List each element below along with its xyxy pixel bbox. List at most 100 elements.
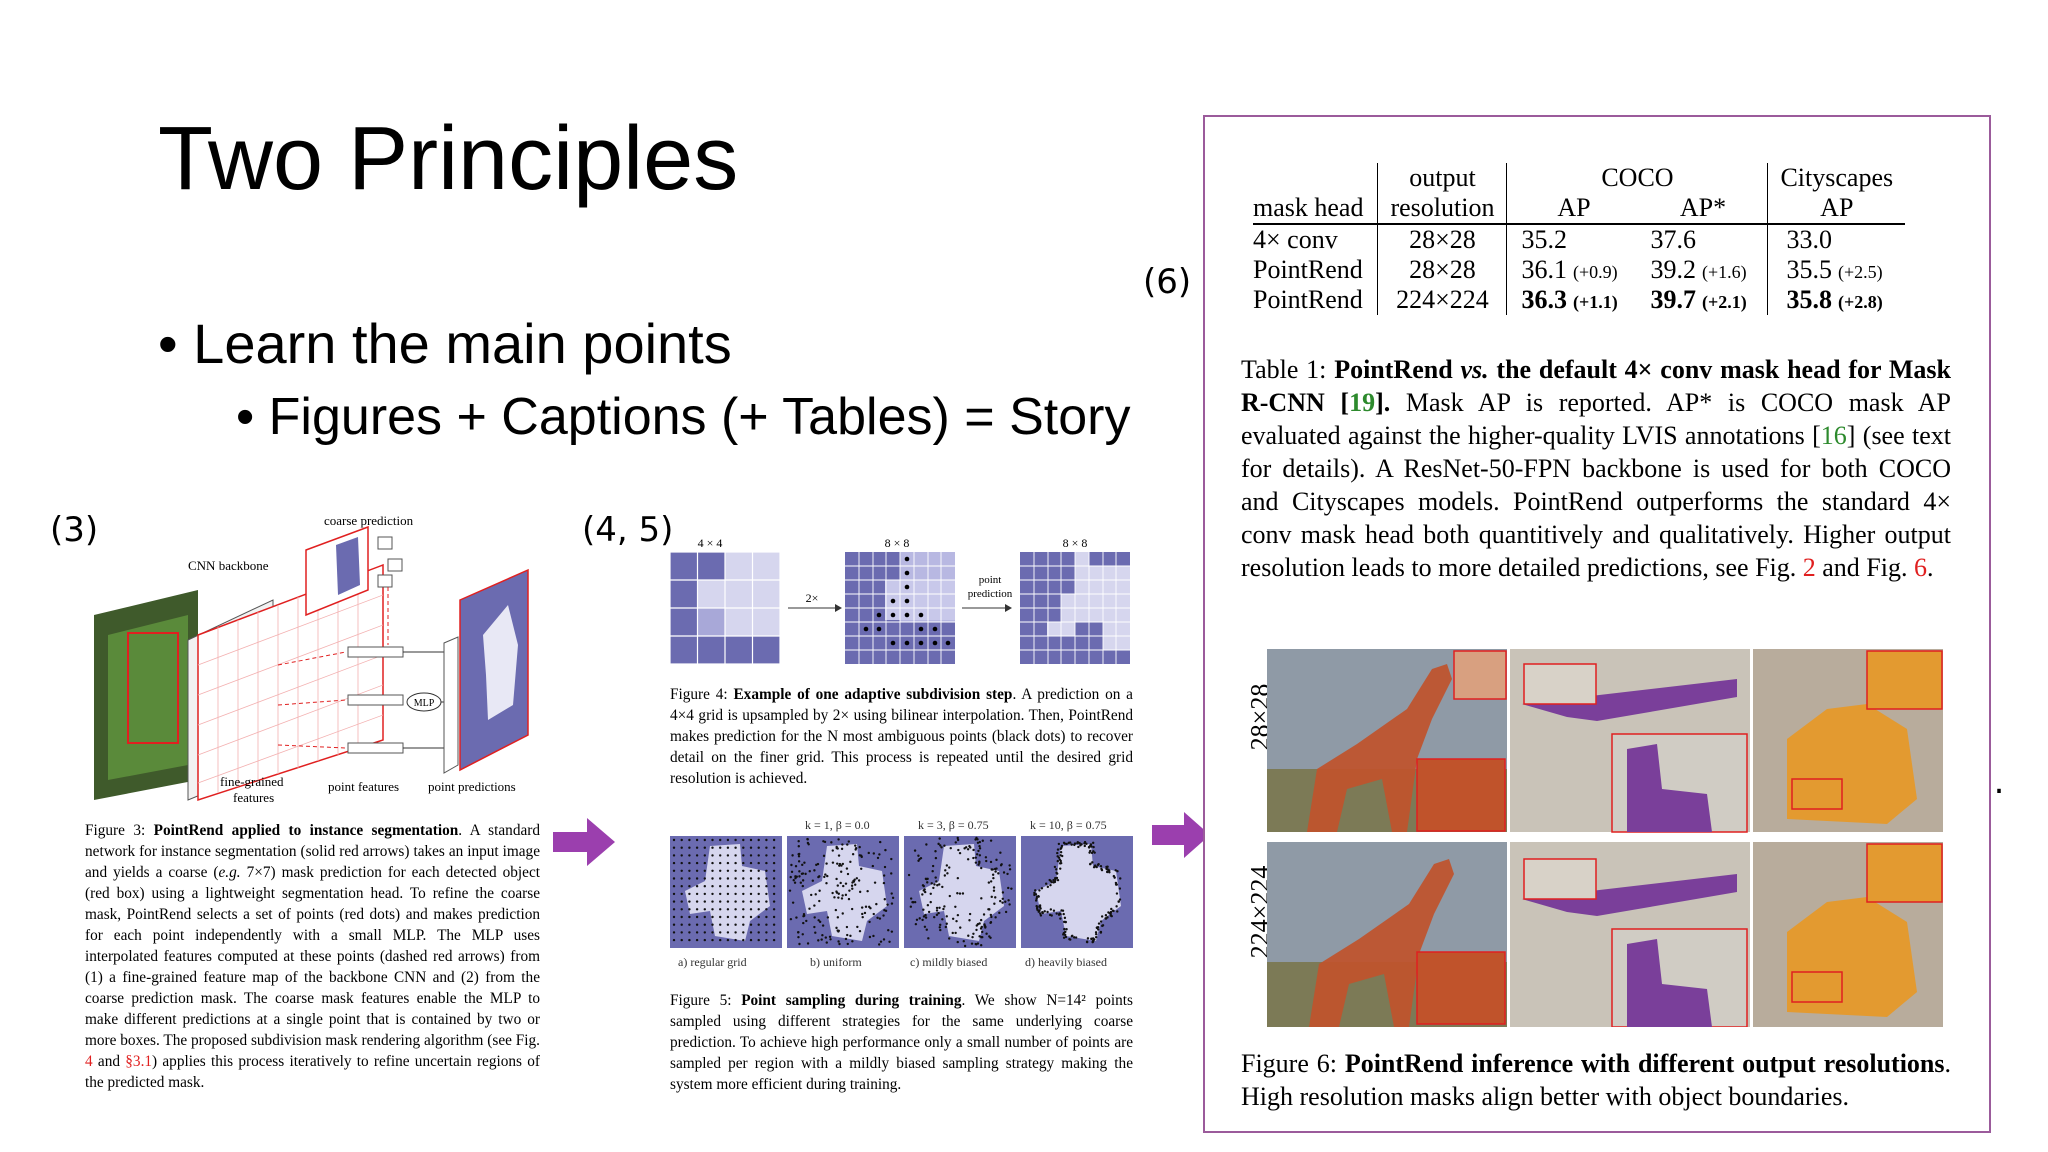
fig4-caption-bold: Example of one adaptive subdivision step xyxy=(733,686,1013,703)
fig3-diagram: MLP coarse prediction CNN backbone fine-… xyxy=(94,515,529,805)
sample-point xyxy=(890,872,893,875)
point-cube xyxy=(377,536,393,550)
sample-point xyxy=(726,854,730,857)
sample-point xyxy=(813,925,816,929)
fig3-caption-ref31[interactable]: §3.1 xyxy=(125,1053,153,1070)
sample-point xyxy=(734,923,737,926)
fig3-caption-ref4[interactable]: 4 xyxy=(85,1053,93,1070)
table1-caption-ref2[interactable]: 2 xyxy=(1802,553,1816,582)
sample-point xyxy=(941,918,944,921)
cell-apstar-value: 39.2 xyxy=(1650,255,1696,284)
sample-point xyxy=(1039,914,1043,917)
sample-point xyxy=(941,885,944,889)
sample-point xyxy=(1053,880,1056,884)
sample-point xyxy=(975,853,979,856)
sample-point xyxy=(742,838,745,842)
sample-point xyxy=(695,923,699,926)
sample-point xyxy=(711,915,714,919)
sample-point xyxy=(794,875,797,878)
sample-point xyxy=(695,861,699,865)
sample-point xyxy=(978,935,981,938)
sample-point xyxy=(989,860,993,864)
sample-point xyxy=(867,851,870,855)
sample-point xyxy=(1096,863,1100,867)
sample-point xyxy=(966,858,970,861)
cat-image-224 xyxy=(1753,842,1943,1027)
sample-point xyxy=(1074,936,1078,939)
sample-point xyxy=(1093,864,1097,867)
sample-point xyxy=(734,854,737,857)
sample-point xyxy=(860,855,863,859)
sample-point xyxy=(1035,904,1038,908)
sample-point xyxy=(891,896,895,900)
sample-point xyxy=(824,873,827,876)
point-cube xyxy=(377,574,393,588)
sample-point xyxy=(680,854,683,857)
sample-point xyxy=(800,872,804,875)
sample-point xyxy=(978,844,981,848)
sample-point xyxy=(988,935,991,938)
sample-point xyxy=(1094,931,1098,934)
sample-point xyxy=(846,872,850,876)
sample-point xyxy=(792,879,795,882)
sample-point xyxy=(1055,871,1058,875)
sample-point xyxy=(749,869,753,872)
sample-point xyxy=(672,892,676,896)
sample-point xyxy=(1052,909,1056,912)
sample-point xyxy=(742,854,745,857)
fig4-caption: Figure 4: Example of one adaptive subdiv… xyxy=(670,684,1133,789)
sample-point xyxy=(1058,862,1062,865)
sample-point xyxy=(888,940,891,944)
sample-point xyxy=(887,929,890,932)
table1-caption-ref6[interactable]: 6 xyxy=(1914,553,1927,582)
sample-point xyxy=(1033,891,1036,895)
sample-point xyxy=(790,870,794,874)
th-resolution: resolution xyxy=(1377,193,1507,224)
sample-point xyxy=(836,862,839,865)
sample-point xyxy=(1097,922,1101,925)
sample-point xyxy=(808,870,811,873)
sample-point xyxy=(866,889,869,893)
sample-point xyxy=(695,938,699,942)
sample-point xyxy=(921,918,924,922)
table1-caption-ref19[interactable]: 19 xyxy=(1349,388,1376,417)
sample-point xyxy=(840,897,844,900)
sample-point xyxy=(957,848,960,852)
sample-point xyxy=(992,889,996,892)
sample-point xyxy=(772,838,776,842)
sample-point xyxy=(749,838,753,842)
sample-point xyxy=(672,838,676,842)
sample-point xyxy=(842,884,845,888)
sample-point xyxy=(990,915,993,919)
sample-point xyxy=(981,930,984,934)
sample-point xyxy=(1078,841,1081,845)
sample-point xyxy=(765,900,768,903)
sample-point xyxy=(695,908,699,911)
sample-point xyxy=(846,843,849,846)
fine-grained-feature-map xyxy=(197,563,384,802)
sample-point xyxy=(956,940,959,944)
sample-point xyxy=(765,915,768,919)
cell-apstar-value: 39.7 xyxy=(1650,285,1696,314)
sample-point xyxy=(924,916,928,919)
sample-point xyxy=(976,841,980,844)
sample-point xyxy=(884,848,887,852)
sample-point xyxy=(933,883,936,886)
sample-point xyxy=(981,839,984,842)
cell-cityscapes-delta: (+2.5) xyxy=(1837,262,1883,282)
sample-point xyxy=(939,844,942,847)
sample-point xyxy=(1063,916,1067,920)
sample-point xyxy=(794,865,798,868)
table1-caption-ref16[interactable]: 16 xyxy=(1820,421,1847,450)
sample-point xyxy=(797,845,800,848)
sample-point xyxy=(772,915,776,919)
sample-point xyxy=(734,885,737,888)
table1-caption-bold3: ]. xyxy=(1375,388,1391,417)
sample-point xyxy=(992,876,995,880)
sample-point xyxy=(935,913,939,917)
sample-point xyxy=(803,861,806,864)
sample-point xyxy=(831,849,834,852)
point-prediction-label-2: prediction xyxy=(968,588,1013,600)
sample-point xyxy=(954,841,957,844)
cell-cityscapes-value: 35.5 xyxy=(1786,255,1832,284)
